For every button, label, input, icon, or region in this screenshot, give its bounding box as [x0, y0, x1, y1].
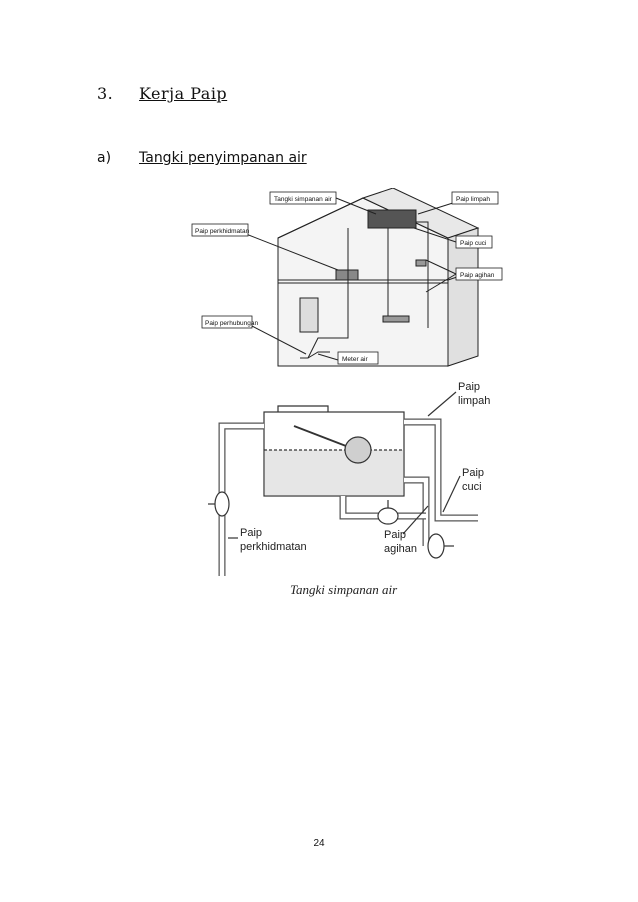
house-plumbing-diagram: Tangki simpanan air Paip limpah Paip per… — [191, 188, 503, 367]
section-number: 3. — [97, 84, 114, 103]
label-meter: Meter air — [342, 356, 368, 363]
label-distribution-1: Paip — [384, 529, 406, 541]
label-service-2: perkhidmatan — [240, 541, 307, 553]
label-connection: Paip perhubungan — [205, 320, 259, 327]
label-wash: Paip cuci — [460, 240, 486, 247]
subsection-letter: a) — [97, 150, 112, 166]
subsection-title: Tangki penyimpanan air — [139, 150, 307, 166]
label-tank: Tangki simpanan air — [274, 196, 333, 203]
label-wash-1: Paip — [462, 467, 484, 479]
figure-caption: Tangki simpanan air — [290, 582, 398, 597]
label-overflow-2: limpah — [458, 395, 490, 407]
label-service: Paip perkhidmatan — [195, 228, 250, 235]
label-overflow: Paip limpah — [456, 196, 490, 203]
page-number: 24 — [313, 838, 325, 849]
section-title: Kerja Paip — [139, 84, 228, 103]
tank-cross-section-diagram: Paip limpah Paip cuci Paip perkhidmatan … — [208, 381, 490, 597]
label-distribution: Paip agihan — [460, 272, 495, 279]
label-wash-2: cuci — [462, 481, 482, 493]
subsection-heading: a) Tangki penyimpanan air — [97, 150, 307, 166]
label-overflow-1: Paip — [458, 381, 480, 393]
label-distribution-2: agihan — [384, 543, 417, 555]
label-service-1: Paip — [240, 527, 262, 539]
section-heading: 3. Kerja Paip — [97, 84, 227, 103]
